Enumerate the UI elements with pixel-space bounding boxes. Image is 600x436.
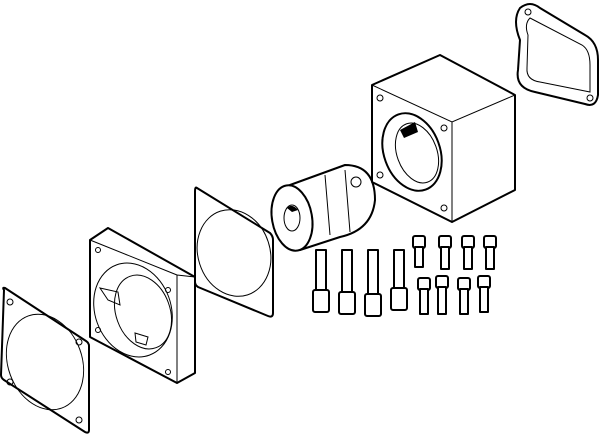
gear-housing — [371, 54, 516, 223]
screw — [477, 275, 491, 313]
screw — [364, 249, 382, 317]
screw — [312, 249, 330, 313]
short-screws — [412, 235, 497, 315]
screw — [338, 249, 356, 315]
gasket-top — [515, 3, 599, 106]
adapter-plate — [89, 227, 196, 384]
screw — [435, 275, 449, 315]
screw — [390, 249, 408, 311]
screw — [461, 235, 475, 270]
screw — [457, 277, 471, 315]
screw — [417, 277, 431, 315]
jaw-coupling — [270, 164, 376, 252]
gasket-middle — [194, 186, 274, 318]
screw — [483, 235, 497, 270]
long-screws — [312, 249, 408, 317]
gasket-front — [0, 286, 90, 434]
screw — [438, 235, 452, 270]
screw — [412, 235, 426, 268]
